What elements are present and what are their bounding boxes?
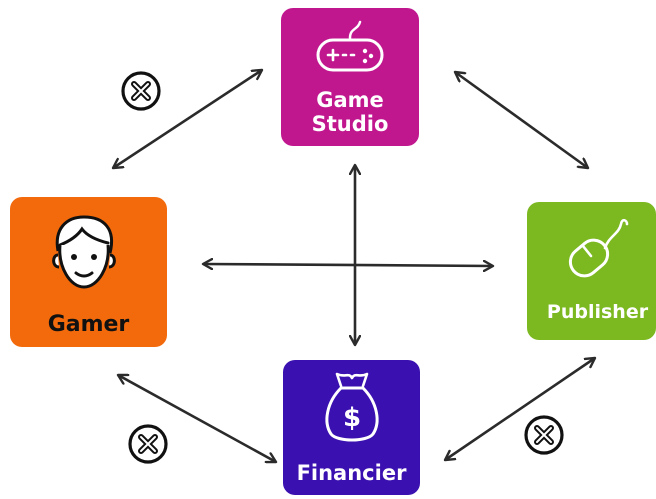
node-label: Game Studio	[312, 88, 389, 146]
label-line-2: Studio	[311, 112, 389, 136]
edge-gamer-game-studio	[113, 70, 262, 168]
node-game-studio: Game Studio	[281, 8, 419, 146]
node-gamer: Gamer	[10, 197, 167, 347]
node-label: Publisher	[546, 301, 649, 323]
label-line-1: Game	[316, 88, 384, 112]
gamepad-icon	[316, 20, 384, 72]
node-financier: $ Financier	[283, 360, 420, 495]
blocked-x-icon	[121, 71, 161, 111]
edge-gamer-publisher	[203, 264, 493, 266]
blocked-x-icon	[524, 415, 564, 455]
money-bag-icon: $	[325, 372, 379, 442]
svg-text:$: $	[343, 403, 361, 433]
face-icon	[52, 215, 116, 289]
node-publisher: Publisher	[527, 202, 656, 340]
node-label: Financier	[296, 461, 407, 485]
blocked-x-icon	[128, 424, 168, 464]
edge-gamer-financier	[118, 375, 276, 462]
mouse-icon	[568, 218, 629, 278]
node-label: Gamer	[47, 312, 130, 337]
edge-financier-publisher	[445, 358, 595, 460]
edge-game-studio-publisher	[455, 72, 588, 168]
